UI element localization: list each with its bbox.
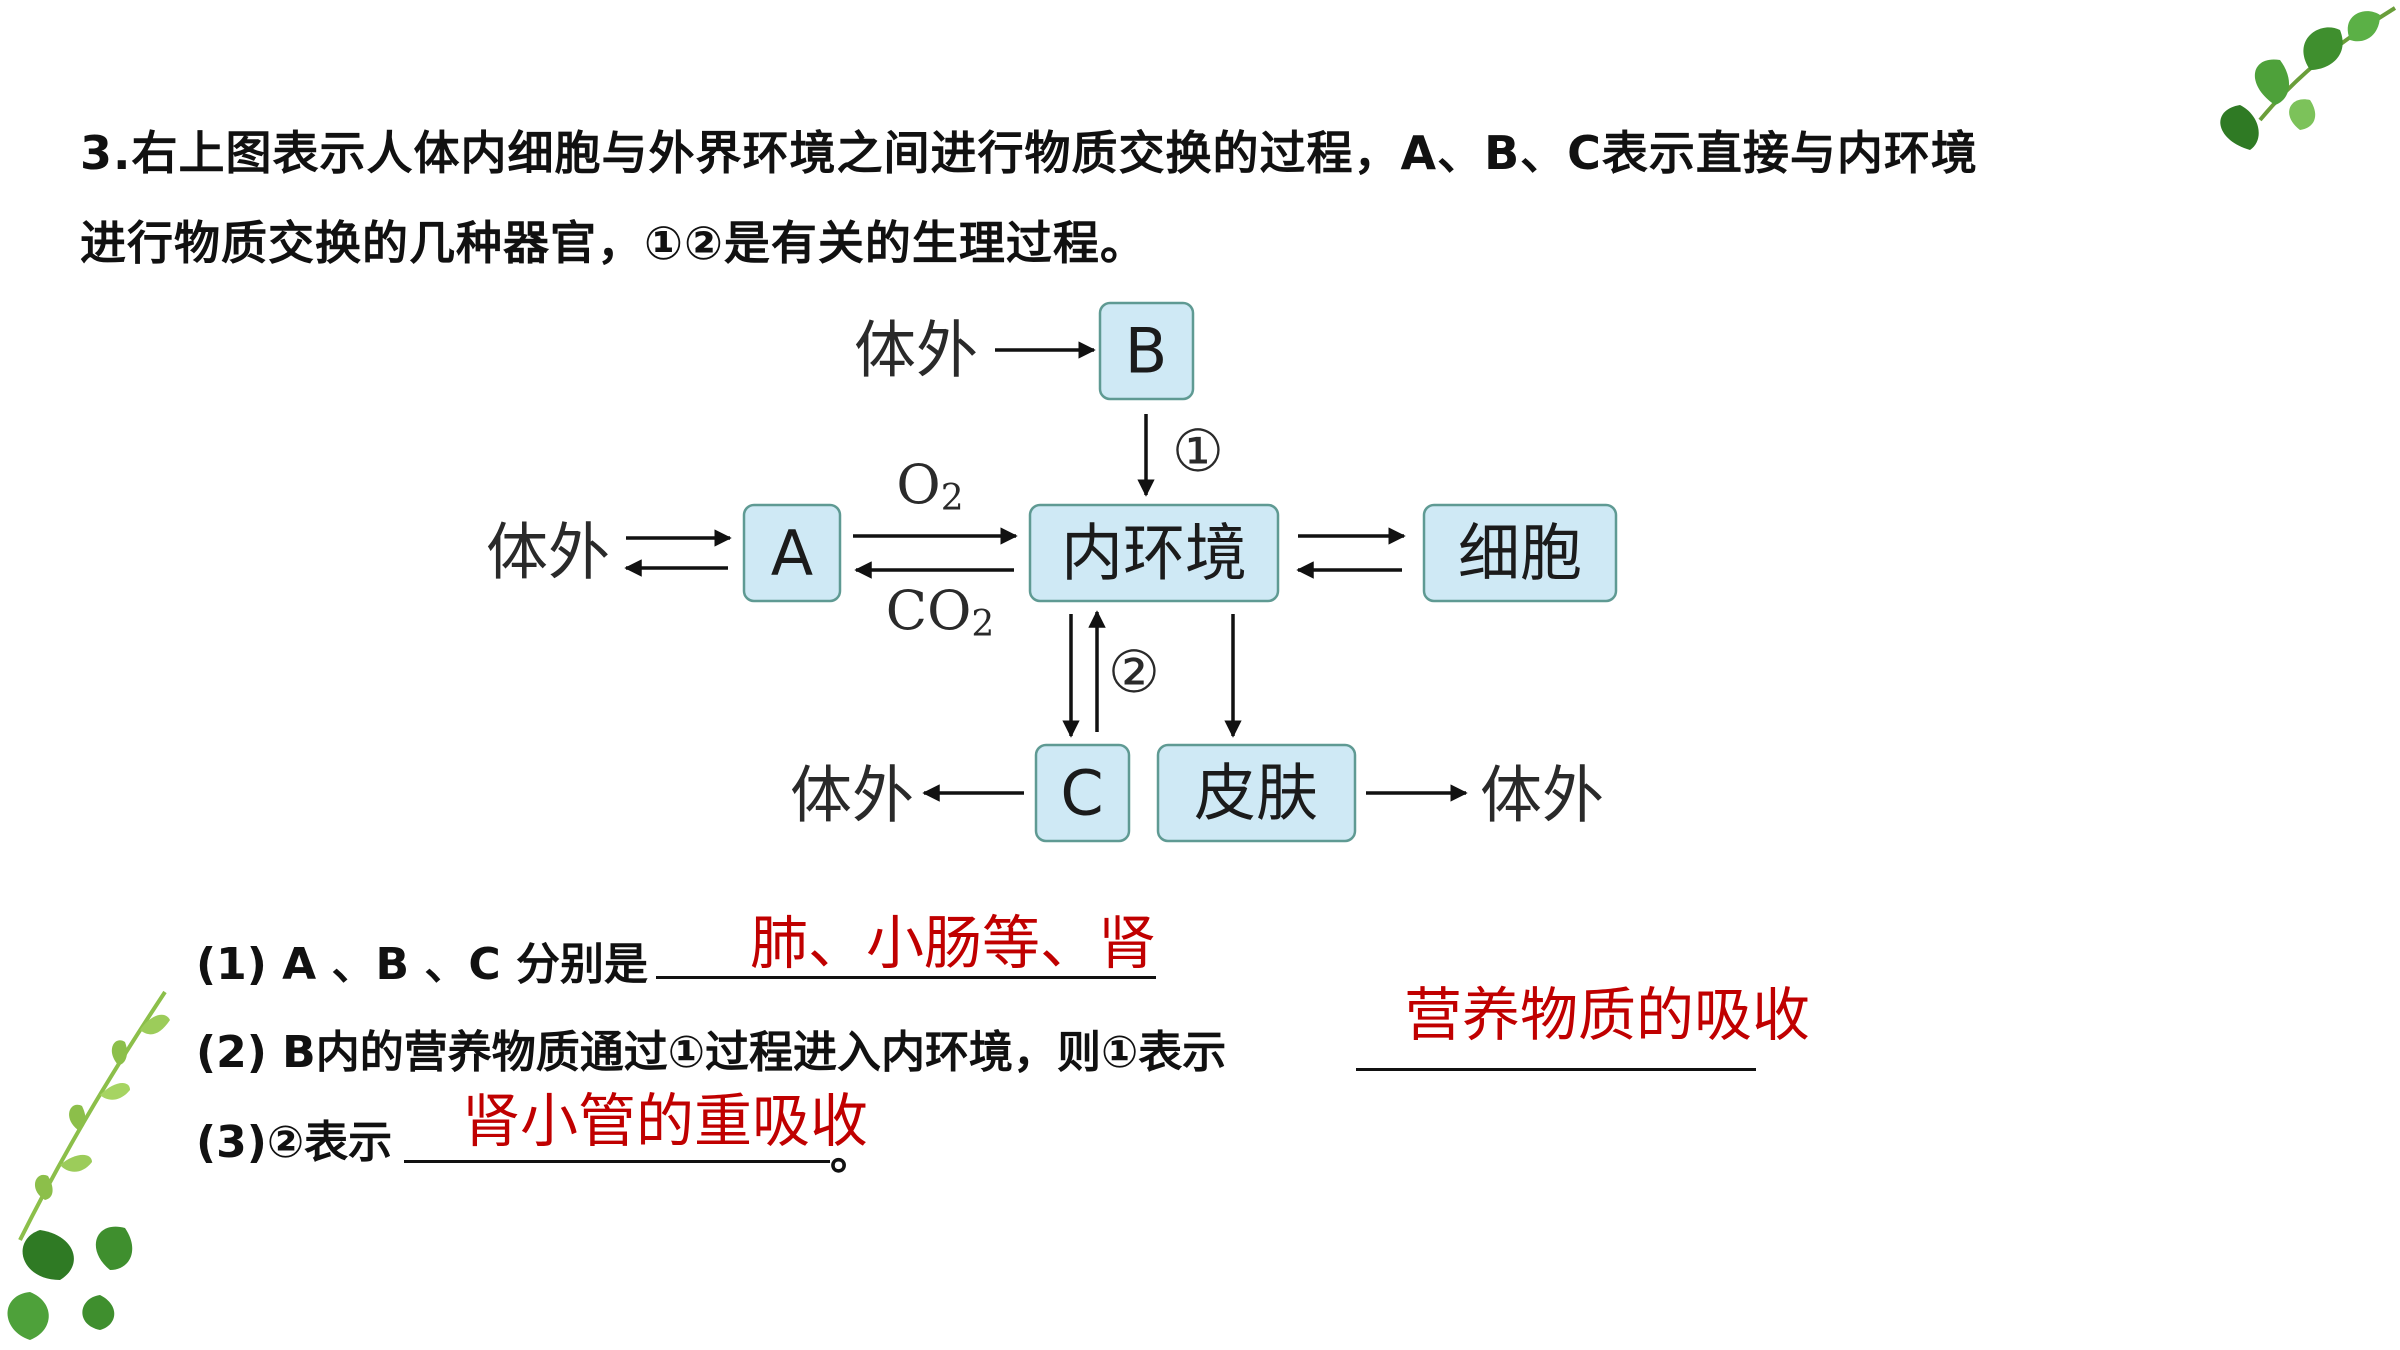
box-b-label: B <box>1125 315 1168 388</box>
answer-1: 肺、小肠等、肾 <box>750 909 1157 977</box>
answer-blank-2[interactable] <box>1356 1068 1756 1071</box>
outside-label-top: 体外 <box>854 314 978 387</box>
leaf-decoration-bottom-left-icon <box>7 990 170 1340</box>
o2-label: O2 <box>896 453 963 519</box>
process-2-marker: ② <box>1108 638 1160 706</box>
box-a-label: A <box>771 517 813 590</box>
question-line-1: 3.右上图表示人体内细胞与外界环境之间进行物质交换的过程，A、B、C表示直接与内… <box>80 126 1978 180</box>
box-cell-label: 细胞 <box>1458 517 1582 590</box>
subquestion-3: (3)②表示 <box>196 1106 392 1170</box>
subquestion-3-suffix: 。 <box>830 1129 874 1180</box>
box-inner-environment: 内环境 <box>1028 503 1280 603</box>
box-inner-environment-label: 内环境 <box>1061 517 1247 590</box>
question-stem: 3.右上图表示人体内细胞与外界环境之间进行物质交换的过程，A、B、C表示直接与内… <box>80 108 2130 288</box>
box-b: B <box>1098 301 1195 401</box>
subquestion-2: (2) B内的营养物质通过①过程进入内环境，则①表示 <box>196 1016 1226 1080</box>
box-c-label: C <box>1060 757 1103 830</box>
outside-label-left: 体外 <box>486 516 610 589</box>
question-line-2: 进行物质交换的几种器官，①②是有关的生理过程。 <box>80 216 1147 270</box>
answer-blank-1[interactable] <box>656 976 1156 979</box>
subquestion-2-prefix: (2) B内的营养物质通过①过程进入内环境，则①表示 <box>196 1027 1227 1078</box>
box-a: A <box>742 503 842 603</box>
box-skin: 皮肤 <box>1156 743 1357 843</box>
answer-blank-3[interactable] <box>404 1160 830 1163</box>
box-cell: 细胞 <box>1422 503 1618 603</box>
subquestion-1-prefix: (1) A 、B 、C 分别是 <box>196 939 648 990</box>
subquestion-3-prefix: (3)②表示 <box>196 1117 393 1168</box>
leaf-decoration-top-right-icon <box>2220 6 2397 150</box>
box-skin-label: 皮肤 <box>1194 757 1318 830</box>
subquestion-1: (1) A 、B 、C 分别是 <box>196 928 648 992</box>
co2-label: CO2 <box>886 579 995 645</box>
answer-2: 营养物质的吸收 <box>1404 981 1811 1049</box>
box-c: C <box>1034 743 1131 843</box>
outside-label-bottom-left: 体外 <box>790 759 914 832</box>
process-1-marker: ① <box>1172 417 1224 485</box>
answer-3: 肾小管的重吸收 <box>462 1087 869 1155</box>
outside-label-bottom-right: 体外 <box>1480 759 1604 832</box>
